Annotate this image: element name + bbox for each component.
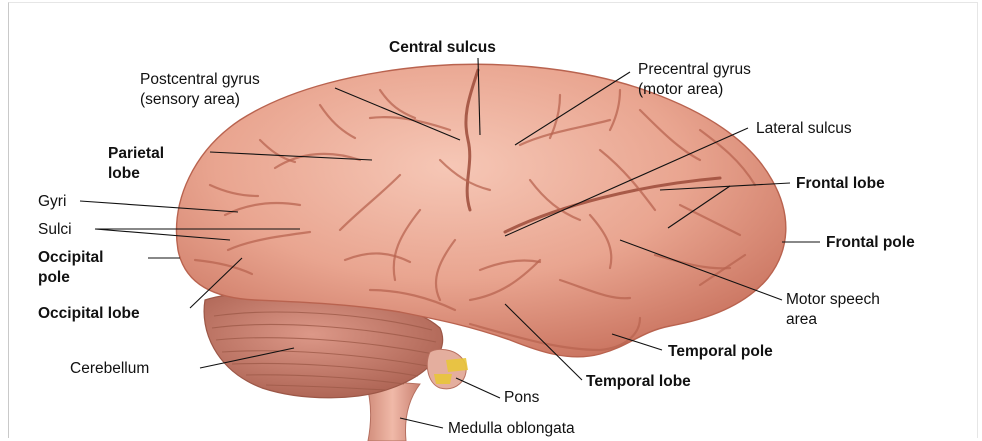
leader-medulla bbox=[400, 418, 443, 428]
label-occipital-lobe: Occipital lobe bbox=[38, 305, 140, 322]
leader-pons bbox=[456, 378, 500, 398]
label-frontal-lobe: Frontal lobe bbox=[796, 175, 885, 192]
label-motor-speech: Motor speech bbox=[786, 291, 880, 308]
label-gyri: Gyri bbox=[38, 193, 66, 210]
label-occipital-pole-sub: pole bbox=[38, 269, 70, 286]
label-cerebellum: Cerebellum bbox=[70, 360, 149, 377]
label-sulci: Sulci bbox=[38, 221, 72, 238]
label-lateral-sulcus: Lateral sulcus bbox=[756, 120, 852, 137]
label-pons: Pons bbox=[504, 389, 540, 406]
label-precentral-gyrus: Precentral gyrus bbox=[638, 61, 751, 78]
label-temporal-lobe: Temporal lobe bbox=[586, 373, 691, 390]
label-central-sulcus: Central sulcus bbox=[389, 39, 496, 56]
label-postcentral-gyrus: Postcentral gyrus bbox=[140, 71, 260, 88]
label-postcentral-gyrus-sub: (sensory area) bbox=[140, 91, 240, 108]
label-occipital-pole: Occipital bbox=[38, 249, 103, 266]
label-parietal-lobe-sub: lobe bbox=[108, 165, 140, 182]
label-temporal-pole: Temporal pole bbox=[668, 343, 773, 360]
label-precentral-gyrus-sub: (motor area) bbox=[638, 81, 723, 98]
label-parietal-lobe: Parietal bbox=[108, 145, 164, 162]
label-motor-speech-sub: area bbox=[786, 311, 817, 328]
label-frontal-pole: Frontal pole bbox=[826, 234, 915, 251]
label-medulla-oblongata: Medulla oblongata bbox=[448, 420, 575, 437]
